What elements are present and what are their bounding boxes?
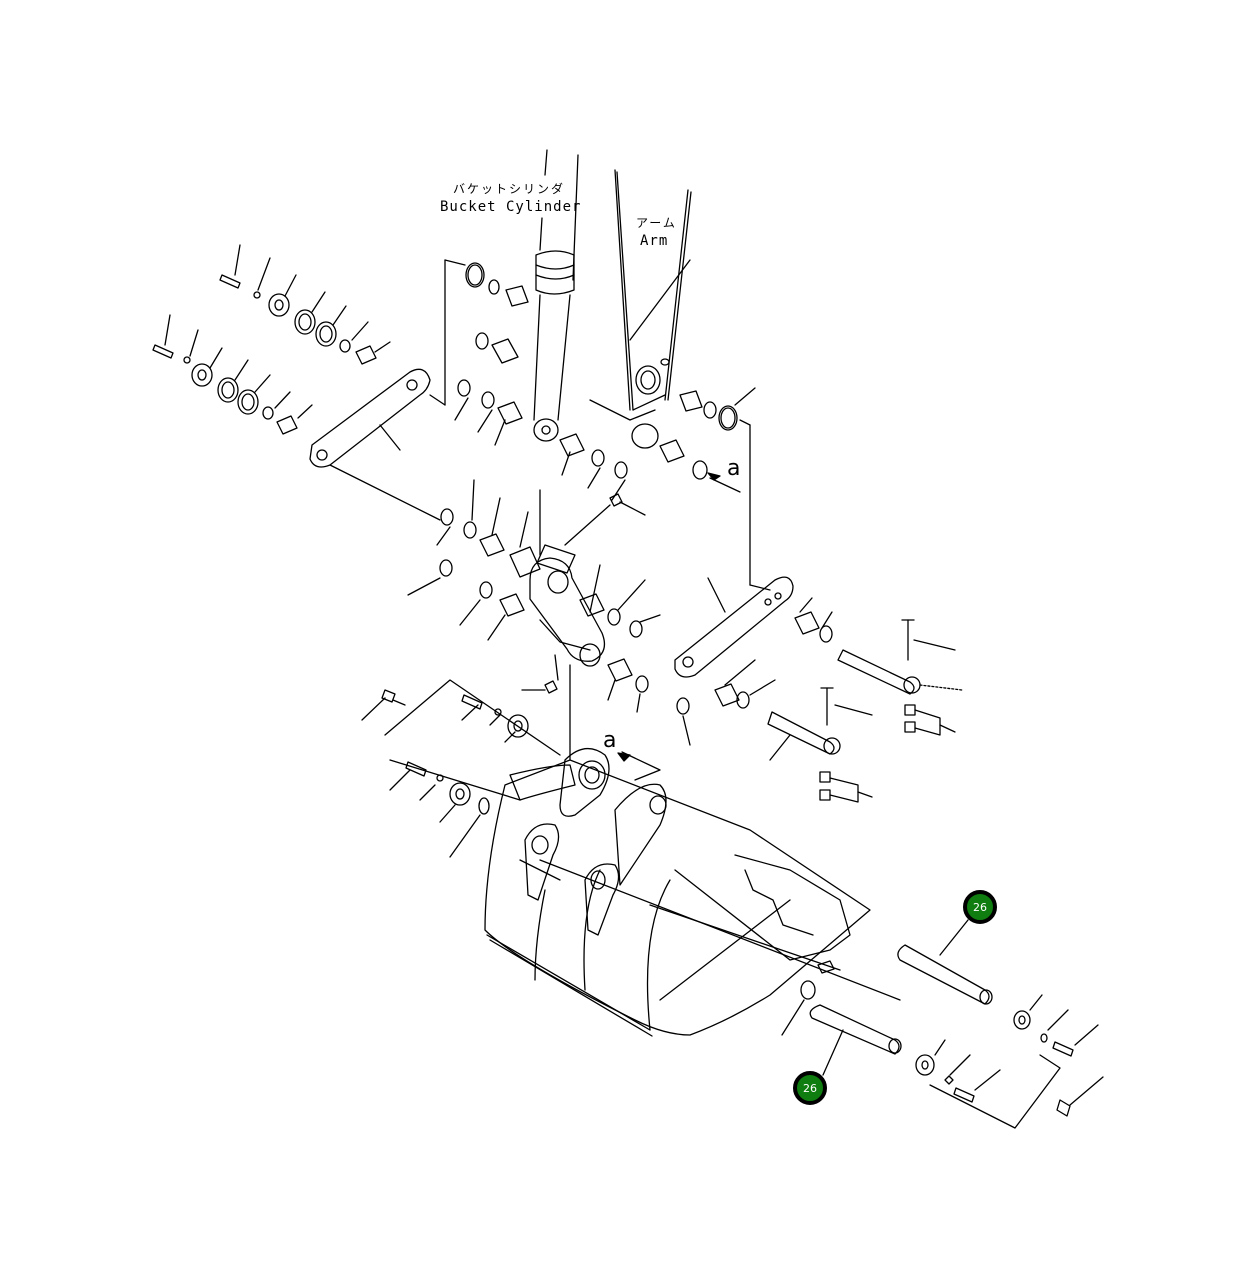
bucket-cylinder [533, 149, 579, 442]
grease-fitting-upper [536, 493, 646, 574]
part-callout-26-lower[interactable]: 26 [793, 1071, 827, 1105]
section-marker-a-upper: a [727, 456, 741, 481]
hardware-set-upper-2 [152, 314, 313, 435]
section-marker-a-lower: a [603, 728, 617, 753]
bucket-link [521, 489, 661, 761]
pin-bushings-upper [454, 262, 771, 591]
bucket-pins-26 [781, 919, 1104, 1129]
bucket [484, 748, 901, 1037]
side-link-left [309, 259, 466, 521]
pin-bushings-right-lower [676, 659, 873, 803]
arrowhead-lower [617, 752, 631, 762]
hardware-set-lower-left [361, 679, 561, 858]
pin-bushings-middle-left [407, 479, 541, 641]
bucket-cylinder-label-en: Bucket Cylinder [440, 199, 582, 215]
section-arrow-lower [621, 751, 661, 781]
bucket-cylinder-label-jp: バケットシリンダ [453, 182, 566, 196]
hardware-set-upper-1 [219, 244, 391, 365]
arm-label-en: Arm [640, 233, 669, 249]
side-link-right [674, 576, 963, 736]
arm-label-jp: アーム [636, 216, 677, 230]
arm [589, 169, 692, 449]
part-callout-26-upper[interactable]: 26 [963, 890, 997, 924]
